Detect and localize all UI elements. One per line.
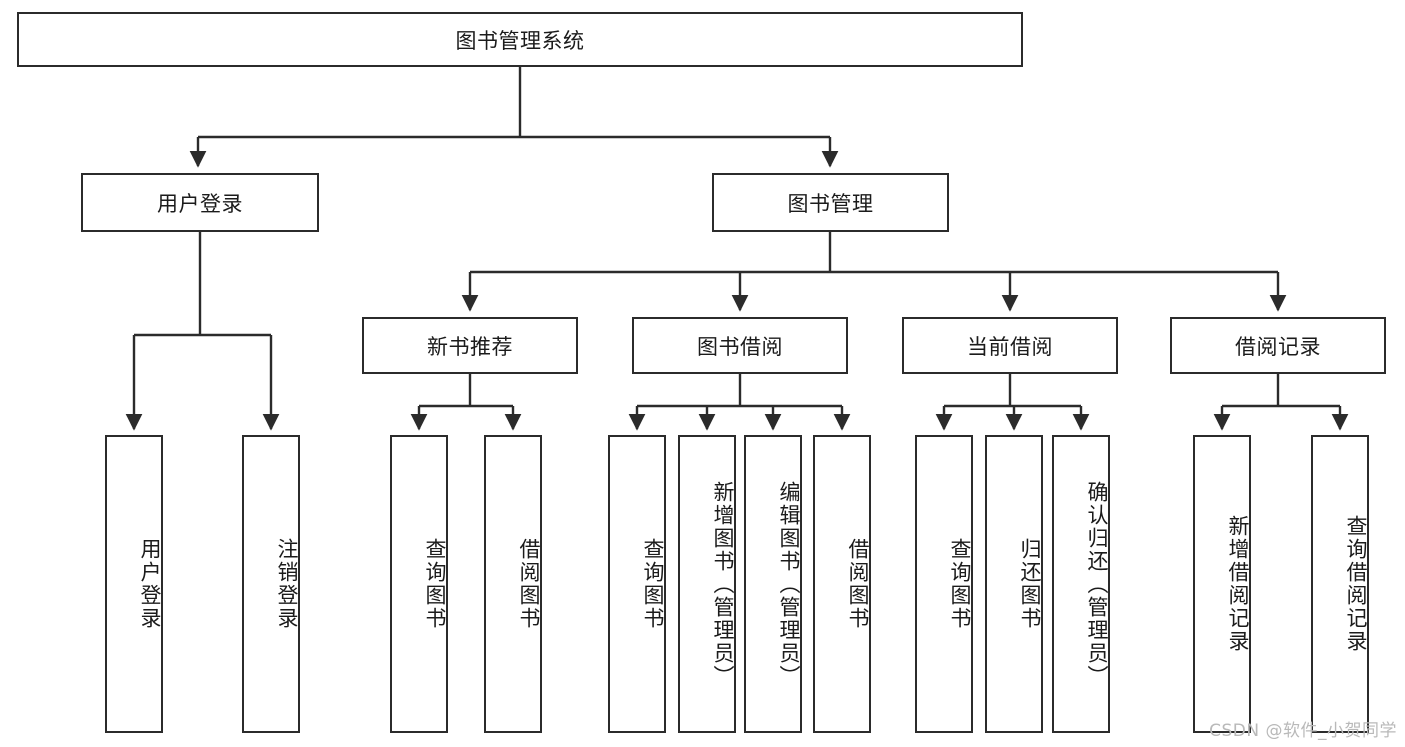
node-borrow-record-label: 借阅记录 bbox=[1235, 334, 1321, 359]
node-new-book-rec-label: 新书推荐 bbox=[427, 334, 513, 359]
node-leaf-return-book-label: 归还图书 bbox=[1018, 538, 1042, 630]
node-leaf-query-book-3-label: 查询图书 bbox=[948, 538, 972, 630]
node-leaf-query-book-1[interactable]: 查询图书 bbox=[390, 435, 448, 733]
node-leaf-query-book-1-label: 查询图书 bbox=[423, 538, 447, 630]
node-leaf-query-book-2-label: 查询图书 bbox=[641, 538, 665, 630]
node-leaf-edit-book[interactable]: 编辑图书（管理员） bbox=[744, 435, 802, 733]
node-leaf-borrow-book-1-label: 借阅图书 bbox=[517, 538, 541, 630]
node-leaf-add-book-label: 新增图书（管理员） bbox=[711, 480, 735, 688]
node-leaf-borrow-book-2-label: 借阅图书 bbox=[846, 538, 870, 630]
node-user-login-label: 用户登录 bbox=[157, 191, 243, 216]
node-book-borrow[interactable]: 图书借阅 bbox=[632, 317, 848, 374]
node-leaf-logout[interactable]: 注销登录 bbox=[242, 435, 300, 733]
node-current-borrow[interactable]: 当前借阅 bbox=[902, 317, 1118, 374]
node-root-label: 图书管理系统 bbox=[455, 28, 585, 53]
node-leaf-user-login-label: 用户登录 bbox=[138, 538, 162, 630]
node-leaf-add-record[interactable]: 新增借阅记录 bbox=[1193, 435, 1251, 733]
node-book-manage-label: 图书管理 bbox=[787, 191, 874, 216]
node-leaf-confirm-return[interactable]: 确认归还（管理员） bbox=[1052, 435, 1110, 733]
node-leaf-borrow-book-1[interactable]: 借阅图书 bbox=[484, 435, 542, 733]
node-leaf-query-record[interactable]: 查询借阅记录 bbox=[1311, 435, 1369, 733]
node-leaf-edit-book-label: 编辑图书（管理员） bbox=[777, 480, 801, 688]
node-leaf-user-login[interactable]: 用户登录 bbox=[105, 435, 163, 733]
node-leaf-query-record-label: 查询借阅记录 bbox=[1344, 515, 1368, 653]
node-book-manage[interactable]: 图书管理 bbox=[712, 173, 949, 232]
watermark: CSDN @软件_小贺同学 bbox=[1209, 721, 1397, 741]
node-leaf-borrow-book-2[interactable]: 借阅图书 bbox=[813, 435, 871, 733]
node-leaf-add-book[interactable]: 新增图书（管理员） bbox=[678, 435, 736, 733]
node-leaf-confirm-return-label: 确认归还（管理员） bbox=[1085, 480, 1109, 688]
node-root[interactable]: 图书管理系统 bbox=[17, 12, 1023, 67]
node-leaf-add-record-label: 新增借阅记录 bbox=[1226, 515, 1250, 653]
node-leaf-query-book-2[interactable]: 查询图书 bbox=[608, 435, 666, 733]
node-current-borrow-label: 当前借阅 bbox=[967, 334, 1053, 359]
node-book-borrow-label: 图书借阅 bbox=[697, 334, 783, 359]
node-new-book-rec[interactable]: 新书推荐 bbox=[362, 317, 578, 374]
node-leaf-query-book-3[interactable]: 查询图书 bbox=[915, 435, 973, 733]
node-leaf-return-book[interactable]: 归还图书 bbox=[985, 435, 1043, 733]
node-leaf-logout-label: 注销登录 bbox=[275, 538, 299, 630]
node-user-login[interactable]: 用户登录 bbox=[81, 173, 319, 232]
node-borrow-record[interactable]: 借阅记录 bbox=[1170, 317, 1386, 374]
